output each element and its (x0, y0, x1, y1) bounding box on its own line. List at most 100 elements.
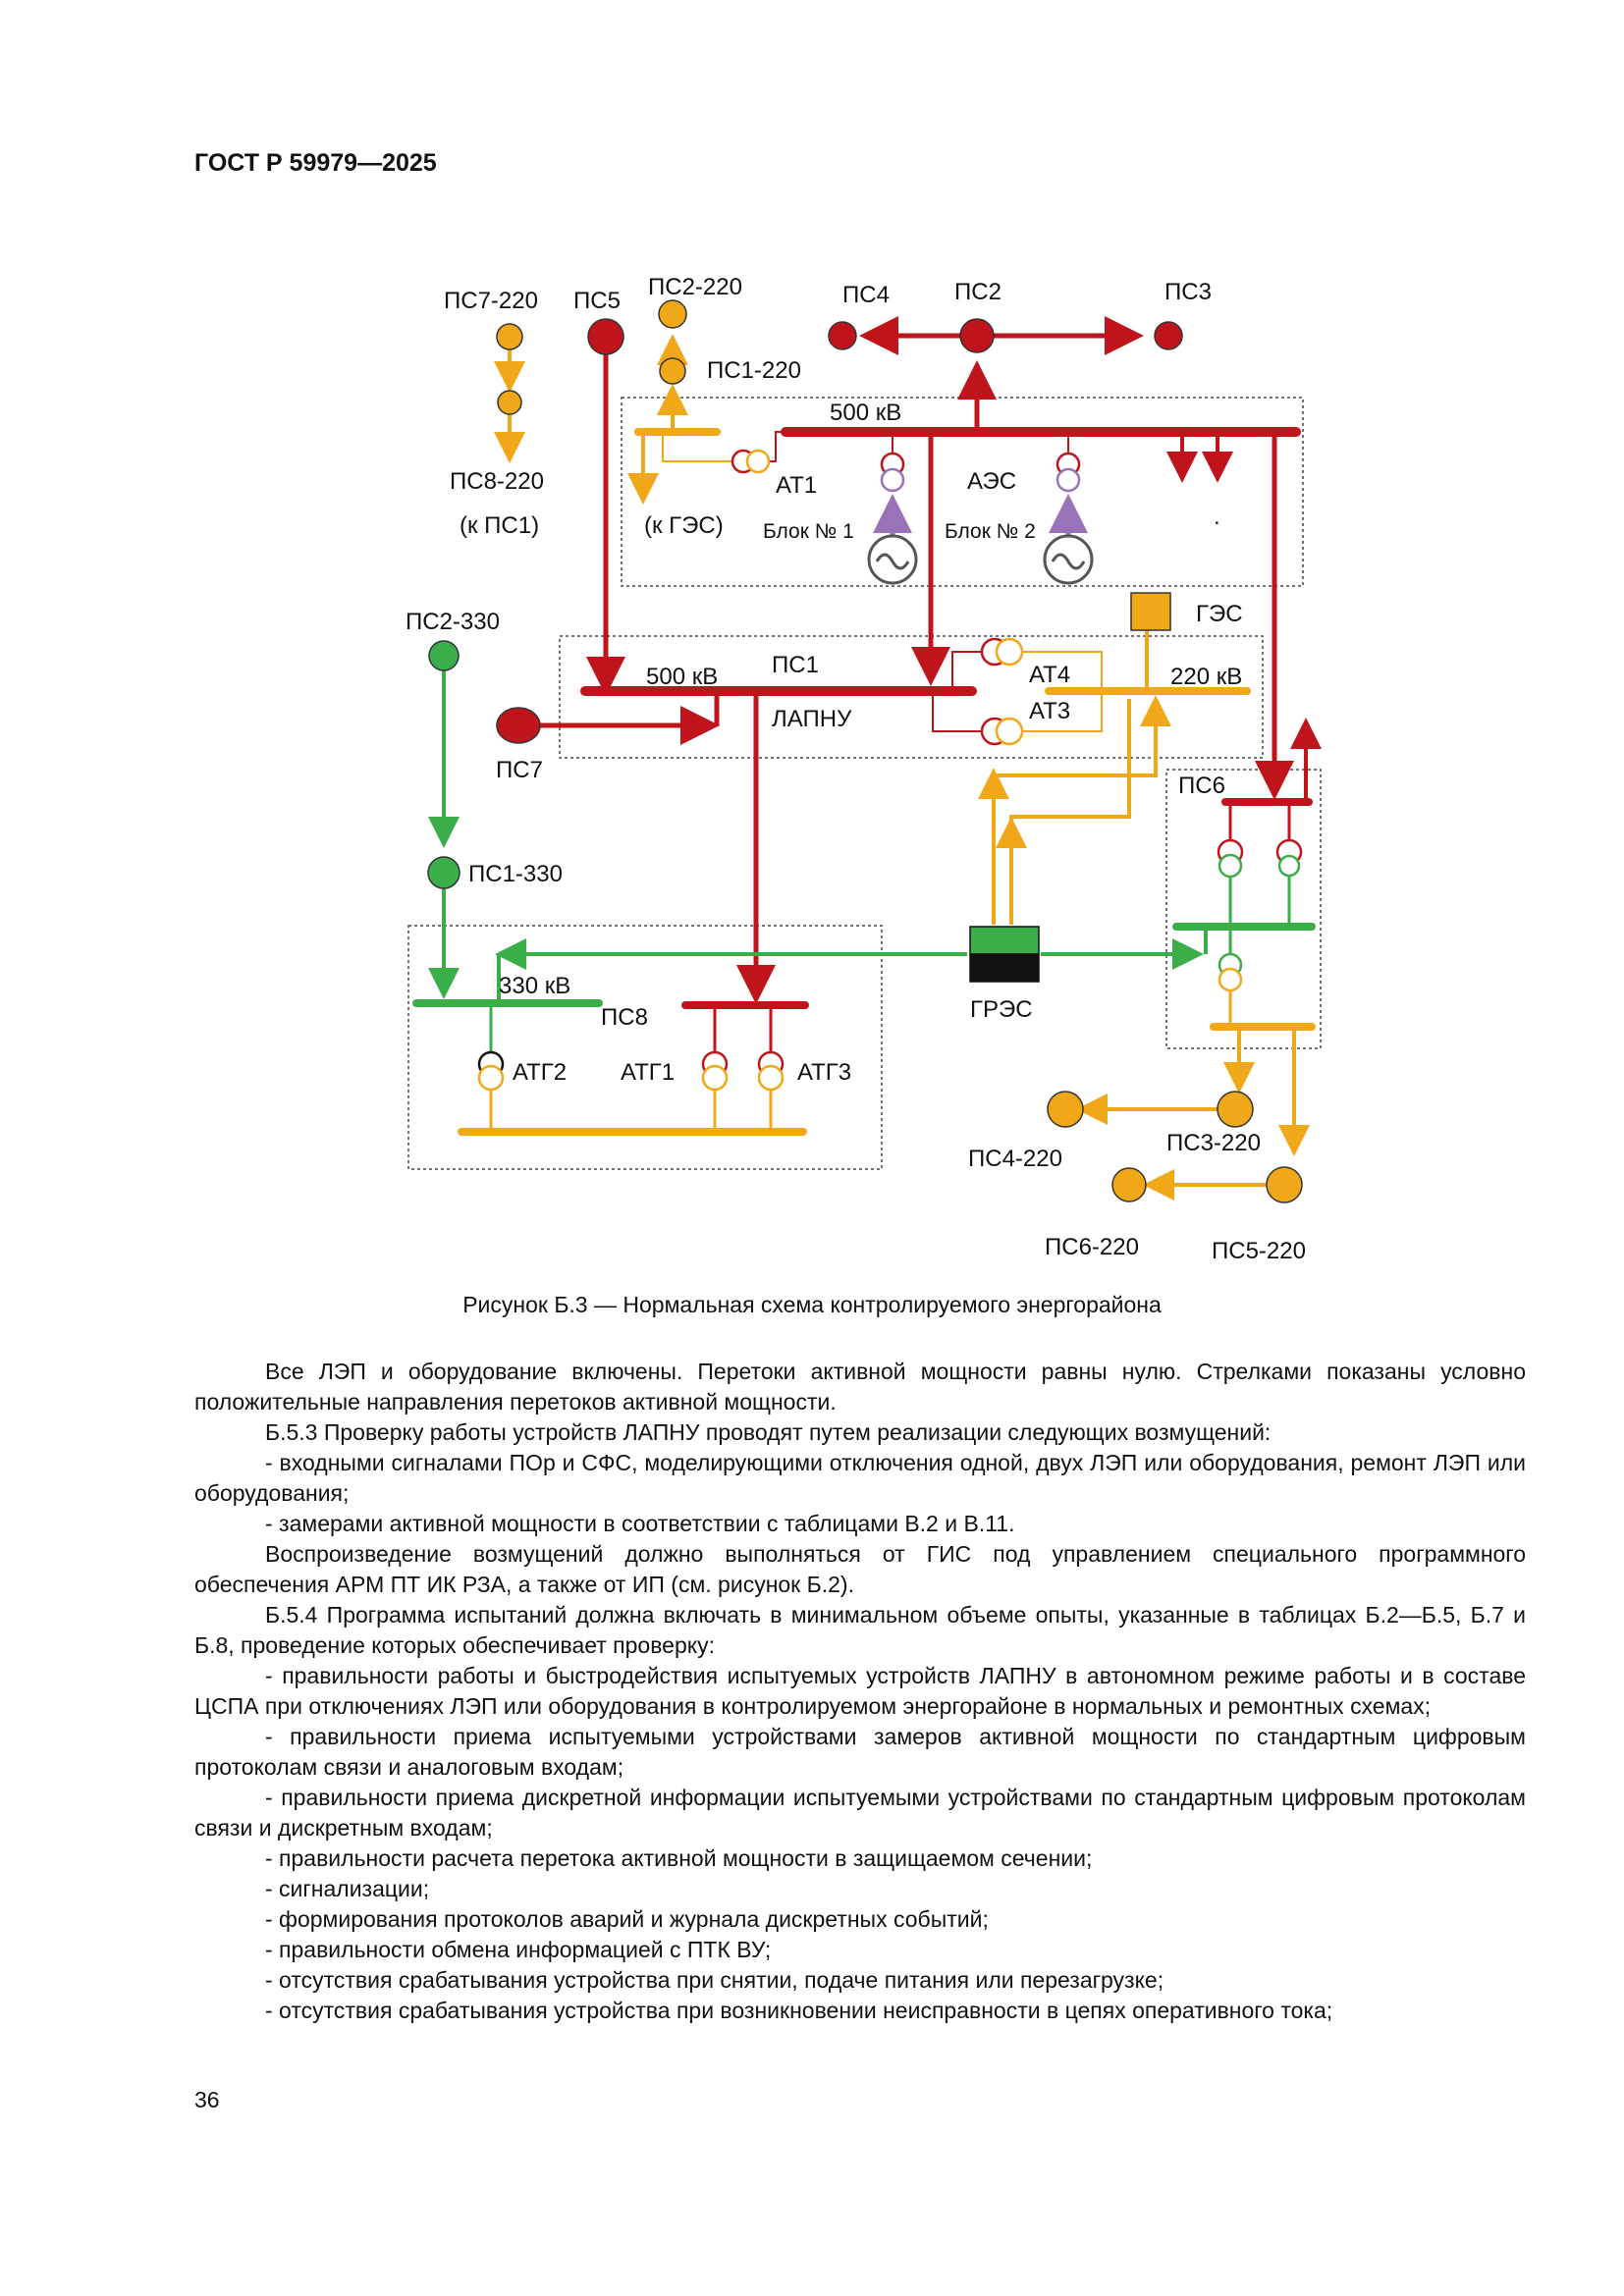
paragraph: - правильности приема дискретной информа… (194, 1785, 1526, 1841)
atg3-winding-b (757, 1064, 785, 1092)
block1-winding-b (880, 467, 905, 493)
label-aes-500kv: 500 кВ (830, 400, 901, 426)
block2-winding-b (1056, 467, 1081, 493)
label-lapnu: ЛАПНУ (772, 706, 852, 732)
label-at1: АТ1 (776, 472, 817, 499)
paragraph: Воспроизведение возмущений должно выполн… (194, 1541, 1526, 1597)
label-ps8-220: ПС8-220 (450, 468, 544, 495)
node-ps2 (959, 318, 995, 353)
label-ps6: ПС6 (1178, 773, 1225, 799)
paragraph: - правильности обмена информацией с ПТК … (265, 1937, 772, 1962)
label-aes: АЭС (967, 468, 1016, 495)
paragraph: Б.5.4 Программа испытаний должна включат… (194, 1602, 1526, 1658)
label-330kv: 330 кВ (499, 973, 570, 999)
node-ps2-330 (428, 640, 460, 671)
yellow-220kv-network (458, 334, 1316, 1201)
label-gres: ГРЭС (970, 996, 1033, 1023)
at4-link-red (951, 651, 990, 691)
label-220kv: 220 кВ (1170, 664, 1242, 690)
paragraph: - правильности работы и быстродействия и… (194, 1663, 1526, 1719)
node-ps1-220 (659, 357, 686, 385)
label-k-ges: (к ГЭС) (644, 512, 724, 539)
label-ps4: ПС4 (842, 282, 890, 308)
paragraph: - отсутствия срабатывания устройства при… (265, 1967, 1164, 1993)
red-500kv-network (538, 316, 1322, 1058)
atg1-winding-b (701, 1064, 729, 1092)
node-ps7-220 (496, 323, 523, 350)
generator-block1-icon (867, 534, 918, 585)
diagram-labels: ПС7-220 ПС5 ПС2-220 ПС4 ПС2 ПС3 ПС1-220 … (406, 274, 1306, 1264)
label-at3: АТ3 (1029, 698, 1070, 724)
generator-links (873, 494, 1088, 538)
node-ps4-220 (1047, 1091, 1084, 1128)
document-header: ГОСТ Р 59979—2025 (194, 149, 437, 177)
paragraph: - замерами активной мощности в соответст… (265, 1511, 1015, 1536)
label-ps2-220: ПС2-220 (648, 274, 742, 300)
generators (867, 534, 1094, 585)
label-ps5-220: ПС5-220 (1212, 1238, 1306, 1264)
label-at4: АТ4 (1029, 662, 1070, 688)
label-ps5: ПС5 (573, 288, 621, 314)
at4-link-yellow (1011, 651, 1103, 691)
label-ps1-220: ПС1-220 (707, 357, 801, 384)
at1-link-yellow (662, 432, 734, 462)
label-block1: Блок № 1 (763, 520, 854, 543)
generator-block2-icon (1043, 534, 1094, 585)
ps6-at-b-winding-2 (1277, 854, 1301, 878)
paragraph: Б.5.3 Проверку работы устройств ЛАПНУ пр… (265, 1419, 1272, 1445)
node-ges (1130, 592, 1171, 631)
label-atg3: АТГ3 (797, 1059, 851, 1086)
green-330kv-network (412, 670, 1316, 1060)
node-ps6-220 (1111, 1167, 1147, 1202)
power-grid-diagram: ПС7-220 ПС5 ПС2-220 ПС4 ПС2 ПС3 ПС1-220 … (406, 274, 1322, 1264)
label-atg2: АТГ2 (513, 1059, 567, 1086)
label-ps8: ПС8 (601, 1004, 648, 1031)
dashed-frames (407, 397, 1322, 1170)
at1-winding-b (745, 449, 771, 474)
paragraph: - отсутствия срабатывания устройства при… (265, 1998, 1333, 2023)
label-ps2: ПС2 (954, 279, 1001, 305)
paragraph: - формирования протоколов аварий и журна… (265, 1906, 989, 1932)
at3-link-red (932, 691, 990, 732)
ps8-frame (407, 925, 883, 1170)
ps6-at-c-winding-2 (1218, 967, 1243, 992)
node-ps7-220-mid (497, 390, 522, 415)
label-ps4-220: ПС4-220 (968, 1146, 1062, 1172)
node-ps3 (1154, 321, 1183, 350)
paragraph: - правильности расчета перетока активной… (265, 1845, 1093, 1871)
label-ps6-220: ПС6-220 (1045, 1234, 1139, 1260)
paragraph: - сигнализации; (265, 1876, 430, 1901)
page-number: 36 (194, 2087, 220, 2112)
node-ps2-220 (658, 299, 687, 329)
paragraph: - правильности приема испытуемыми устрой… (194, 1724, 1526, 1780)
paragraph: Все ЛЭП и оборудование включены. Переток… (194, 1359, 1526, 1415)
label-atg1: АТГ1 (621, 1059, 675, 1086)
label-ps2-330: ПС2-330 (406, 609, 500, 635)
label-block2: Блок № 2 (945, 520, 1036, 543)
at3-winding-b (995, 717, 1024, 746)
label-ps3: ПС3 (1164, 279, 1212, 305)
node-ps5-220 (1266, 1166, 1303, 1203)
paragraph: - входными сигналами ПОр и СФС, моделиру… (194, 1450, 1526, 1506)
line-gres-220-a (992, 695, 1171, 925)
transformers (477, 449, 1303, 1092)
node-ps4 (828, 321, 857, 350)
label-ps7: ПС7 (496, 757, 543, 783)
node-ps1-330 (427, 856, 460, 889)
label-ps1: ПС1 (772, 652, 819, 678)
at3-link-yellow (1011, 691, 1103, 732)
label-ps1-500kv: 500 кВ (646, 664, 718, 690)
line-gres-220-b (1009, 699, 1131, 925)
at4-winding-b (995, 637, 1024, 667)
label-k-ps1: (к ПС1) (460, 512, 539, 539)
label-ps7-220: ПС7-220 (444, 288, 538, 314)
label-ps1-330: ПС1-330 (468, 861, 563, 887)
body-text: Все ЛЭП и оборудование включены. Переток… (194, 1357, 1526, 2026)
node-ps3-220 (1217, 1091, 1254, 1128)
figure-caption: Рисунок Б.3 — Нормальная схема контролир… (462, 1292, 1162, 1317)
node-ps7 (496, 707, 541, 744)
label-ges: ГЭС (1196, 601, 1243, 627)
substation-nodes (427, 299, 1303, 1203)
ps6-frame (1165, 769, 1322, 1049)
ps6-at-a-winding-2 (1218, 853, 1243, 879)
